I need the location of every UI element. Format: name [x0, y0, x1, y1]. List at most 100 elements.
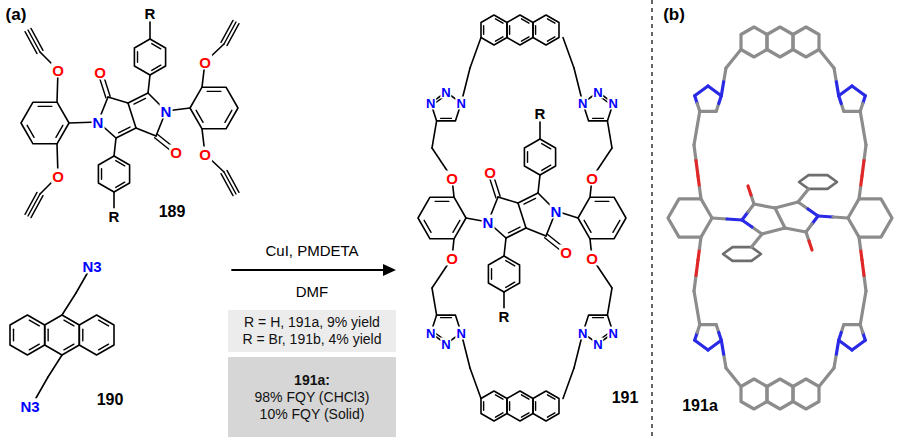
- atom-label: N: [440, 86, 451, 99]
- double-bond-line: [593, 118, 604, 119]
- stick-bond: [694, 145, 696, 161]
- double-bond-line: [483, 26, 484, 35]
- bond-line: [136, 128, 156, 136]
- stick-bond: [844, 110, 860, 113]
- bond-line: [470, 368, 481, 399]
- double-bond-line: [506, 261, 515, 266]
- bond-line: [607, 288, 612, 315]
- stick-ring: [767, 379, 793, 409]
- stick-bond: [724, 354, 726, 368]
- stick-bond: [695, 86, 708, 96]
- double-bond-line: [547, 395, 554, 399]
- stick-bond: [696, 161, 698, 177]
- double-bond-line: [207, 91, 221, 92]
- bond-line: [607, 121, 612, 148]
- atom-label: N: [425, 326, 436, 339]
- stick-bond: [844, 323, 860, 326]
- bond-line: [76, 272, 88, 293]
- benzene-ring: [98, 156, 129, 192]
- stick-ring: [668, 199, 712, 237]
- atom-label: N: [425, 97, 436, 110]
- stick-ring: [793, 27, 819, 57]
- benzene-ring: [79, 315, 114, 355]
- bond-line: [62, 293, 76, 315]
- stick-bond: [808, 209, 818, 216]
- substituent-label: R: [498, 309, 511, 324]
- double-bond-line: [547, 37, 554, 41]
- bond-line: [116, 128, 136, 138]
- stick-bond: [839, 340, 852, 350]
- stick-bond: [700, 110, 716, 113]
- double-bond-line: [491, 269, 492, 279]
- double-bond-line: [453, 220, 460, 232]
- atom-label: O: [585, 171, 599, 186]
- atom-label: O: [483, 165, 497, 180]
- stick-phenyl: [799, 175, 837, 189]
- reagent-text: CuI, PMDETA: [264, 243, 359, 258]
- bond-line: [538, 175, 540, 193]
- bond-line: [503, 292, 505, 308]
- compound-number: 191: [611, 390, 640, 406]
- atom-label: O: [169, 145, 183, 160]
- compound-number: 191a: [681, 398, 719, 414]
- atom-label: O: [93, 65, 107, 80]
- stick-bond: [721, 340, 723, 354]
- double-bond-line: [524, 198, 536, 204]
- double-bond-line: [593, 317, 604, 318]
- double-bond-line: [613, 220, 620, 232]
- stick-bond: [862, 260, 864, 276]
- atom-label: O: [198, 147, 212, 162]
- stick-bond: [698, 249, 700, 261]
- double-bond-line: [56, 125, 63, 137]
- double-bond-line: [47, 329, 48, 341]
- stick-bond: [694, 291, 700, 325]
- atom-label: N: [456, 97, 467, 110]
- benzene-ring: [481, 15, 507, 45]
- double-bond-line: [152, 44, 161, 49]
- compound-number: 190: [96, 392, 125, 408]
- double-bond-line: [29, 344, 39, 350]
- substituent-label: R: [534, 106, 547, 121]
- atom-label: N: [160, 104, 173, 119]
- stick-bond: [859, 237, 861, 249]
- double-bond-line: [196, 110, 203, 122]
- double-bond-line: [509, 26, 510, 35]
- conditions-box: R = H, 191a, 9% yieldR = Br, 191b, 4% yi…: [228, 310, 396, 352]
- panel-label: (b): [662, 6, 686, 23]
- stick-ring: [741, 27, 767, 57]
- stick-bond: [833, 217, 848, 218]
- atom-label: O: [445, 171, 459, 186]
- benzene-ring: [45, 315, 80, 355]
- bond-line: [470, 38, 481, 69]
- stick-bond: [798, 189, 809, 202]
- double-bond-line: [64, 344, 74, 350]
- stick-bond: [834, 68, 836, 82]
- benzene-ring: [578, 197, 626, 239]
- bond-line: [498, 197, 518, 203]
- stick-bond: [852, 340, 865, 350]
- double-bond-line: [99, 320, 109, 326]
- double-bond-line: [64, 320, 74, 326]
- bond-line: [36, 377, 48, 398]
- bond-line: [432, 121, 437, 148]
- double-bond-line: [424, 220, 431, 232]
- triple-bond-line: [31, 196, 43, 218]
- stick-bond: [752, 227, 762, 234]
- stick-bond: [860, 291, 866, 325]
- atom-label: N: [482, 215, 495, 230]
- stick-bond: [860, 111, 866, 145]
- bond-line: [526, 228, 546, 236]
- stick-bond: [859, 188, 861, 200]
- stick-bond: [834, 354, 836, 368]
- double-bond-line: [547, 19, 554, 23]
- double-bond-line: [495, 395, 502, 399]
- bond-line: [563, 38, 574, 69]
- bond-line: [506, 228, 526, 238]
- stick-bond: [861, 176, 863, 188]
- benzene-ring: [533, 15, 559, 45]
- stick-bond: [721, 82, 723, 96]
- bond-line: [108, 97, 128, 103]
- bond-line: [48, 355, 62, 377]
- stick-ring: [767, 27, 793, 57]
- substituent-label: R: [144, 6, 157, 21]
